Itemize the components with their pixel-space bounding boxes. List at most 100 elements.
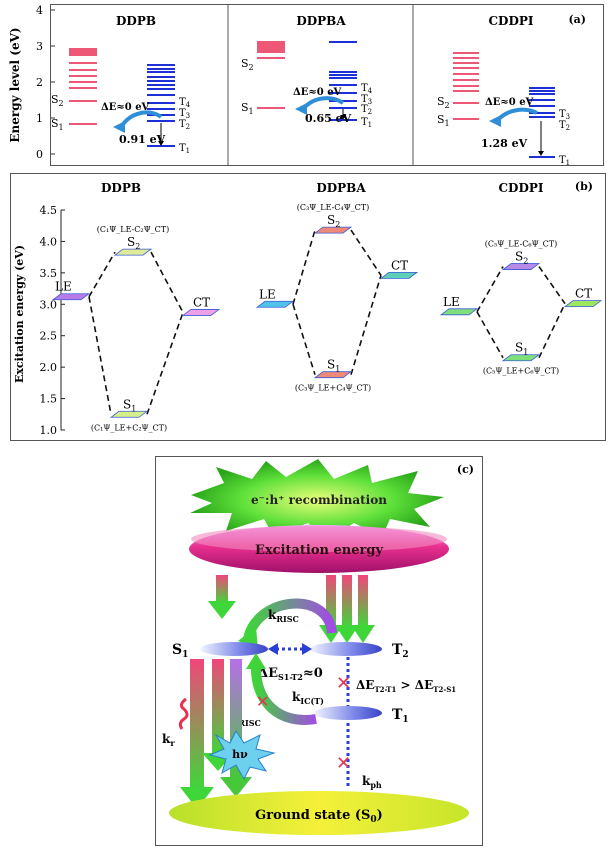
y-tick-label: 2.5 [40,330,58,343]
molecule-title: CDDPI [499,181,544,195]
t1-level [314,706,382,720]
y-tick-label: 4.5 [40,204,58,217]
delta-e-s1-t2: ΔES1-T2≈0 [258,666,323,682]
ct-label: CT [193,295,210,309]
t2-label: T2 [392,642,409,660]
state-level-s1 [109,410,149,418]
state-level-ct [563,300,603,308]
group-title: DDPBA [296,14,346,28]
isc-arrow [119,110,163,129]
state-connector [538,303,566,359]
s1-label: S1 [437,113,450,128]
t3-label: T3 [179,108,190,120]
radiative-arrow [212,659,224,755]
panel-b-tag: (b) [575,180,593,193]
ct-label: CT [391,258,408,272]
panel-a: 0 1 2 3 4 Energy level (eV) (a) DDPB [8,4,604,167]
gap-label: 1.28 eV [481,137,528,150]
y-tick-label: 2.0 [40,361,58,374]
kr-label: kr [162,732,175,748]
s1-label: S1 [241,101,254,116]
forbidden-cross: ✕ [336,673,351,694]
y-tick-label: 1.5 [40,393,58,406]
state-connector [476,266,504,313]
kic-label: kIC(T) [292,690,324,706]
ct-label: CT [575,287,592,301]
t1-label: T1 [179,143,190,155]
y-axis-label-a: Energy level (eV) [8,27,22,142]
t2-label: T2 [179,119,190,131]
arrowhead [295,103,307,115]
state-level-le [51,293,91,301]
excitation-arrows [208,575,375,643]
y-axis-label-b: Excitation energy (eV) [13,245,26,383]
state-level-ct [379,271,419,279]
krisc-upper-label: kRISC [268,608,299,624]
krisc-lower-arrow [250,662,317,725]
state-connector [350,275,382,375]
group-ddpba: DDPBA S2 S1 ΔE≈0 eV 0.65 eV T4 T3 T2 T1 [241,14,373,129]
molecule-title: DDPBA [316,181,366,195]
t2-label: T2 [559,120,570,132]
state-connector [292,229,316,305]
state-level-le [255,300,295,308]
s2-formula: (C₃Ψ_LE-C₄Ψ_CT) [297,203,369,212]
forbidden-cross: ✕ [336,753,351,774]
s1-formula: (C₃Ψ_LE+C₄Ψ_CT) [295,384,371,393]
delta-e-label: ΔE≈0 eV [485,97,534,108]
t4-label: T4 [361,83,373,95]
delta-e-inequality: ΔET2-T1 > ΔET2-S1 [356,678,456,694]
state-level-s1 [501,354,541,362]
state-connector [292,304,316,375]
t1-label: T1 [392,707,409,725]
le-label: LE [259,287,276,301]
t1-label: T1 [559,155,570,167]
arrowhead [489,115,501,127]
recombination-burst [190,459,444,541]
ground-state-ellipse [169,791,469,835]
delta-e-label: ΔE≈0 eV [293,87,342,98]
state-level-ct [181,309,221,316]
gap-label: 0.65 eV [305,112,352,125]
photon-wave-icon [178,697,189,730]
y-tick-label: 1.0 [40,424,58,437]
state-level-s2 [113,248,153,256]
s2-formula: (C₅Ψ_LE-C₆Ψ_CT) [485,240,557,249]
group-title: CDDPI [489,14,534,28]
y-tick-label: 3.5 [40,267,58,280]
y-tick: 4 [36,4,43,17]
s2-label: S2 [437,95,450,110]
recombination-label: e⁻:h⁺ recombination [251,493,387,507]
state-connector [150,251,184,313]
s1-label: S1 [123,397,136,413]
s1-formula: (C₅Ψ_LE+C₆Ψ_CT) [483,367,559,376]
group-cddpi: CDDPI S2 S1 ΔE≈0 eV 1.28 eV T3 T2 T1 [437,14,570,167]
group-ddpb: DDPB S2 S1 ΔE≈0 eV 0.91 eV T4 [51,14,191,155]
t2-level [310,642,382,656]
state-connector [88,251,116,298]
triplet-levels [529,87,555,158]
kph-label: kph [362,774,382,790]
delta-e-label: ΔE≈0 eV [101,102,150,113]
y-tick: 2 [36,76,43,89]
state-connector [146,312,184,415]
state-level-s1 [313,371,353,379]
s1-level [200,642,268,656]
s2-label: S2 [515,250,528,266]
t3-label: T3 [361,94,372,106]
y-tick: 0 [36,148,43,161]
gap-label: 0.91 eV [119,133,166,146]
panel-c-tag: (c) [457,463,474,476]
arrowhead [113,121,125,133]
le-label: LE [55,280,72,294]
radiative-arrow [190,659,204,789]
panel-a-tag: (a) [568,13,586,26]
singlet-levels [69,48,97,125]
y-axis-a: 0 1 2 3 4 Energy level (eV) [8,4,55,161]
state-level-s2 [501,263,541,270]
ground-state-label: Ground state (S0) [255,808,383,825]
s2-label: S2 [327,213,340,229]
singlet-levels [257,41,285,109]
s1-formula: (C₁Ψ_LE+C₂Ψ_CT) [91,423,167,432]
molecule-title: DDPB [101,181,141,195]
